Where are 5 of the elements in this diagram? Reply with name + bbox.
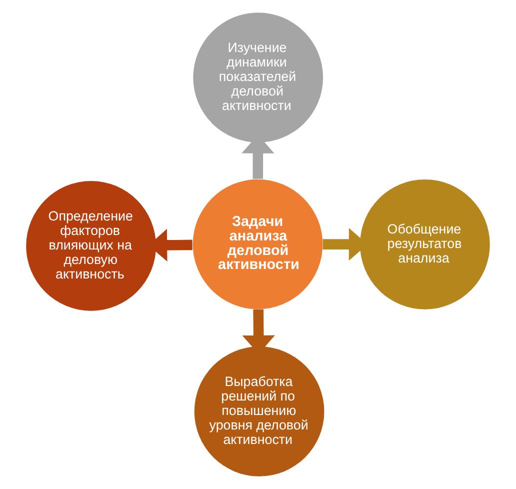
node-circle: Определение факторов влияющих на деловую активность (26, 180, 156, 311)
node-circle: Выработка решений по повышению уровня деловой активности (194, 346, 324, 476)
node-circle: Изучение динамики показателей деловой активности (193, 12, 324, 142)
node-circle: Задачи анализа деловой активности (192, 179, 323, 310)
node-circle: Обобщение результатов анализа (360, 179, 490, 310)
